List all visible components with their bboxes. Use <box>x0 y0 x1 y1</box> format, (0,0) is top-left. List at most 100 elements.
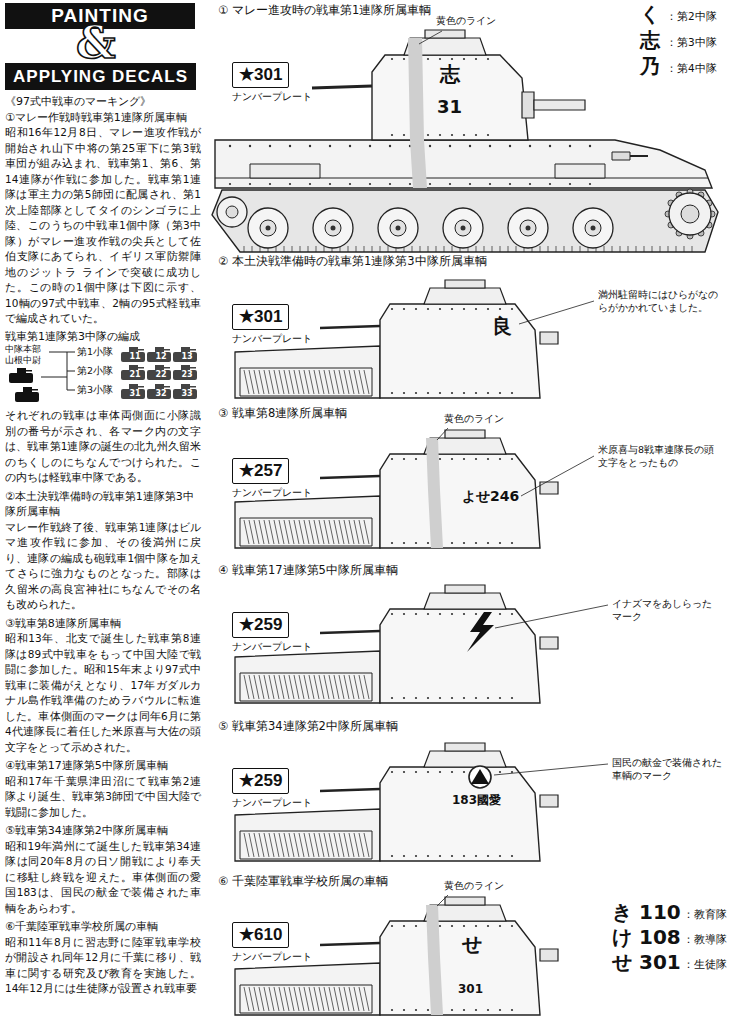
grille-hatch <box>364 987 369 1011</box>
rivet <box>463 392 465 394</box>
grille-hatch <box>284 520 289 544</box>
tank-gun <box>164 349 170 351</box>
grille-hatch <box>339 675 344 699</box>
rivet <box>499 308 501 310</box>
patriotic-mark <box>471 769 489 784</box>
grille-hatch <box>309 675 314 699</box>
grille-hatch <box>334 675 339 699</box>
rivet <box>463 771 465 773</box>
rivet <box>427 613 429 615</box>
grille-hatch <box>259 987 264 1011</box>
caption-text: ：生徒隊 <box>683 958 727 971</box>
grille-hatch <box>299 370 304 394</box>
tank-icon: 32 <box>147 383 175 399</box>
grille-hatch <box>359 520 364 544</box>
grille-hatch <box>319 987 324 1011</box>
grille-hatch <box>364 370 369 394</box>
grille-hatch <box>309 987 314 1011</box>
caption-text: ：第4中隊 <box>666 62 717 75</box>
grille-hatch <box>304 675 309 699</box>
banner-title: APPLYING DECALS <box>13 67 188 87</box>
plate-caption: ナンバープレート <box>232 797 312 809</box>
rivet <box>487 392 489 394</box>
track-link <box>412 246 413 252</box>
grille-hatch <box>349 675 354 699</box>
tank-gun <box>164 367 170 369</box>
rivet <box>451 458 453 460</box>
rivet <box>511 458 513 460</box>
callout-number: 33 <box>173 383 201 399</box>
grille-hatch <box>339 370 344 394</box>
cupola-hatch <box>445 430 485 438</box>
plate-number: ★301 <box>239 307 282 326</box>
rivet <box>439 697 441 699</box>
rivet <box>403 392 405 394</box>
track-link <box>644 246 645 252</box>
engine-grille <box>240 368 372 396</box>
grille-hatch <box>339 520 344 544</box>
rivet <box>427 855 429 857</box>
grille-hatch <box>289 987 294 1011</box>
grille-hatch <box>314 675 319 699</box>
rivet <box>499 458 501 460</box>
grille-hatch <box>279 833 284 857</box>
leader-line <box>437 428 448 440</box>
label-slot: ③ 戦車第8連隊所属車輌 <box>218 407 347 421</box>
grille-hatch <box>264 987 269 1011</box>
rivet <box>439 134 441 136</box>
cupola-hatch <box>445 585 485 593</box>
grille-hatch <box>304 370 309 394</box>
rivet <box>403 542 405 544</box>
grille-hatch <box>324 833 329 857</box>
rivet <box>451 697 453 699</box>
grille-hatch <box>244 675 249 699</box>
caption-text: ① マレー進攻時の戦車第1連隊所属車輌 <box>218 4 431 18</box>
grille-hatch <box>329 675 334 699</box>
grille-hatch <box>344 370 349 394</box>
grille-hatch <box>339 987 344 1011</box>
grille-hatch <box>354 675 359 699</box>
rivet <box>391 613 393 615</box>
section-heading: ⑥千葉陸軍戦車学校所属の車輌 <box>5 919 201 935</box>
rivet <box>549 183 551 185</box>
rivet <box>487 308 489 310</box>
text-column: 《97式中戦車のマーキング》①マレー作戦時戦車第1連隊所属車輌昭和16年12月8… <box>5 94 201 997</box>
grille-hatch <box>279 520 284 544</box>
grille-hatch <box>279 370 284 394</box>
rivet <box>463 58 465 60</box>
turret-outline <box>380 304 540 398</box>
grille-hatch <box>304 520 309 544</box>
rivet <box>403 308 405 310</box>
wheel-hub <box>681 205 699 223</box>
rivet <box>391 1009 393 1011</box>
rivet <box>415 697 417 699</box>
rivet <box>511 308 513 310</box>
bracket-line <box>41 377 67 378</box>
wheel-hub <box>260 220 276 236</box>
rivet <box>403 134 405 136</box>
marking-text: せ <box>462 932 482 956</box>
main-gun <box>540 949 558 961</box>
rivet <box>409 183 411 185</box>
rivet <box>309 183 311 185</box>
rivet <box>415 542 417 544</box>
marking-text: 31 <box>437 96 462 118</box>
rivet <box>369 145 371 147</box>
label-slot: イナズマをあしらったマーク <box>612 597 716 623</box>
marking-text: 183國愛 <box>452 793 501 807</box>
rivet <box>591 226 596 231</box>
grille-hatch <box>319 833 324 857</box>
rivet <box>463 613 465 615</box>
grille-hatch <box>364 675 369 699</box>
label-slot: ：教育隊 <box>683 908 727 921</box>
rivet <box>269 183 271 185</box>
rivet <box>331 226 336 231</box>
track-link <box>244 246 245 252</box>
grille-hatch <box>279 987 284 1011</box>
label-slot: 第2小隊 <box>77 365 113 377</box>
main-gun <box>540 637 558 649</box>
grille-hatch <box>289 833 294 857</box>
grille-hatch <box>354 370 359 394</box>
grille-hatch <box>344 833 349 857</box>
label-slot: き 110 <box>612 900 681 924</box>
